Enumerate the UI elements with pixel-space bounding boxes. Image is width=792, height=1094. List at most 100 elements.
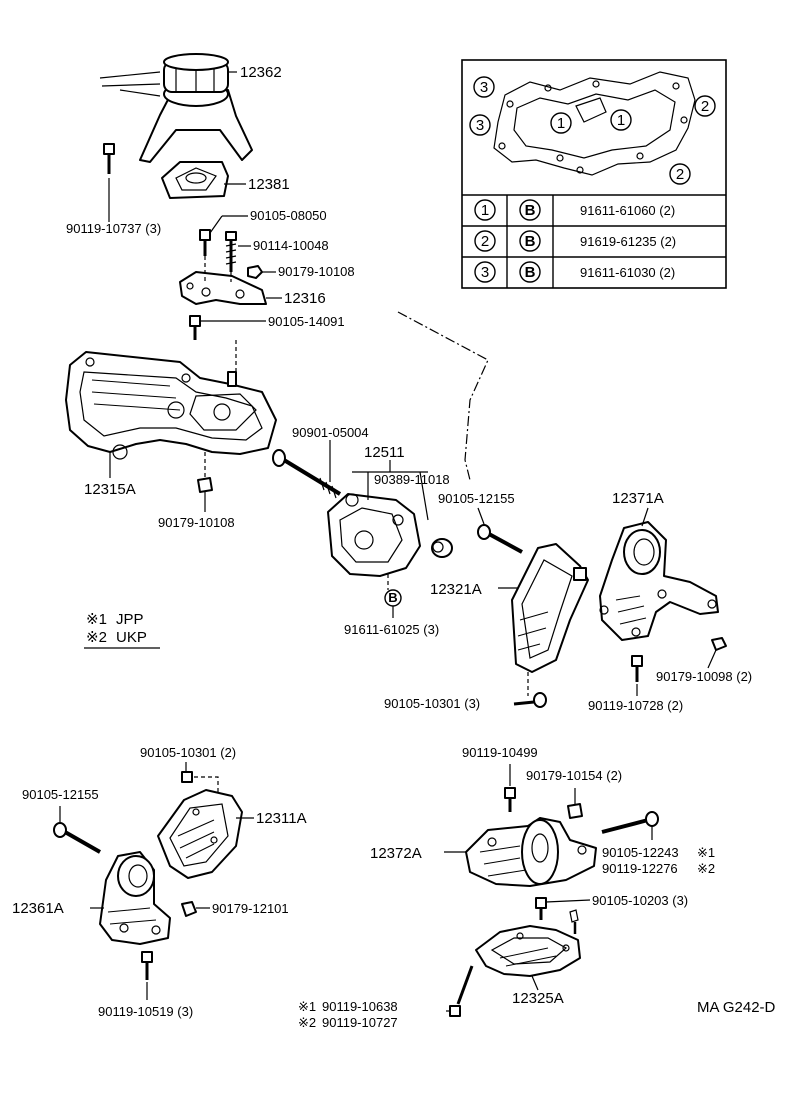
svg-text:2: 2: [481, 233, 489, 250]
svg-text:B: B: [525, 264, 536, 281]
svg-text:91619-61235 (2): 91619-61235 (2): [580, 234, 676, 249]
bolt-90105-12155-low: [53, 806, 101, 854]
svg-text:3: 3: [480, 79, 488, 96]
footnote-legend: ※1 JPP ※2 UKP: [84, 611, 160, 649]
part-12372A-mount: [444, 817, 597, 887]
note-1-text: JPP: [116, 611, 144, 628]
star-2-label: ※2: [697, 861, 715, 876]
label-90119-10638: 90119-10638: [322, 999, 398, 1014]
part-12371A-mount: [599, 507, 719, 641]
label-90119-10737: 90119-10737 (3): [66, 221, 161, 236]
note-2-mark: ※2: [86, 629, 107, 646]
label-90119-10499: 90119-10499: [462, 745, 538, 760]
diagram-code: MA G242-D: [697, 999, 776, 1016]
label-12311A: 12311A: [256, 810, 307, 827]
inset-callout-2-right: 2: [694, 95, 716, 117]
label-90105-10203: 90105-10203 (3): [592, 893, 688, 908]
label-90119-10728: 90119-10728 (2): [588, 698, 683, 713]
label-12325A: 12325A: [512, 990, 564, 1007]
svg-text:2: 2: [676, 166, 684, 183]
bolt-90119-10737: [103, 143, 115, 222]
label-12372A: 12372A: [370, 845, 422, 862]
bolt-90901-05004: [272, 440, 342, 499]
label-12361A: 12361A: [12, 900, 64, 917]
inset-callout-3-top: 3: [473, 76, 495, 98]
label-90105-14091: 90105-14091: [268, 314, 345, 329]
nut-90179-10108-top: [247, 265, 276, 279]
svg-text:91611-61060 (2): 91611-61060 (2): [580, 203, 675, 218]
part-12511-bracket: [327, 493, 421, 590]
label-91611-61025: 91611-61025 (3): [344, 622, 439, 637]
label-90119-10519: 90119-10519 (3): [98, 1004, 193, 1019]
bolt-90119-10638: [446, 965, 474, 1017]
part-12361A-mount: [90, 851, 171, 945]
note-1-mark: ※1: [86, 611, 107, 628]
label-90105-12243: 90105-12243: [602, 845, 679, 860]
part-12321A-bracket: [498, 543, 589, 696]
inset-row-1: 1 B 91611-61060 (2): [474, 199, 675, 221]
inset-callout-1-left: 1: [550, 112, 572, 134]
label-90114-10048: 90114-10048: [253, 238, 329, 253]
part-12315A-bracket: [65, 351, 277, 478]
part-12325A-bracket: [475, 925, 581, 991]
star-1-label: ※1: [697, 845, 715, 860]
label-90119-10727: 90119-10727: [322, 1015, 398, 1030]
bolt-90105-10203: [535, 897, 591, 934]
bolt-90105-14091: [189, 315, 266, 340]
bolt-90105-08050: [199, 215, 248, 256]
label-90105-12155-low: 90105-12155: [22, 787, 99, 802]
label-90901-05004: 90901-05004: [292, 425, 369, 440]
svg-text:2: 2: [701, 98, 709, 115]
label-12362: 12362: [240, 64, 282, 81]
nut-90179-10154: [567, 788, 583, 819]
label-90389-11018: 90389-11018: [374, 472, 450, 487]
label-90105-10301-low: 90105-10301 (2): [140, 745, 236, 760]
timing-cover-outline: [493, 71, 696, 176]
label-90179-12101: 90179-12101: [212, 901, 289, 916]
svg-text:1: 1: [481, 202, 489, 219]
nut-90179-10098: [707, 637, 727, 669]
bolt-90105-10301-mid: [513, 692, 547, 708]
bolt-90105-12155-mid: [477, 507, 523, 554]
bolt-90105-12243: [601, 811, 659, 840]
part-12381-insulator: [161, 161, 246, 199]
label-90105-10301-mid: 90105-10301 (3): [384, 696, 480, 711]
label-90179-10098: 90179-10098 (2): [656, 669, 752, 684]
inset-panel: 3 3 1 1 2 2 1 B 91611-61060 (2): [461, 59, 727, 289]
svg-text:3: 3: [476, 117, 484, 134]
part-12362-engine-mount: [99, 53, 253, 163]
label-90105-12155-mid: 90105-12155: [438, 491, 515, 506]
svg-text:B: B: [388, 590, 397, 605]
inset-callout-2-bottom: 2: [669, 163, 691, 185]
svg-text:1: 1: [557, 115, 565, 132]
inset-callout-3-left: 3: [469, 114, 491, 136]
label-12316: 12316: [284, 290, 326, 307]
bushing-90389-11018: [431, 538, 453, 558]
star-1-bottom: ※1: [298, 999, 316, 1014]
label-12511: 12511: [364, 444, 405, 461]
star-2-bottom: ※2: [298, 1015, 316, 1030]
label-90179-10108-bottom: 90179-10108: [158, 515, 235, 530]
bolt-90105-10301-low: [181, 762, 219, 792]
svg-text:B: B: [525, 233, 536, 250]
svg-text:3: 3: [481, 264, 489, 281]
label-90179-10154: 90179-10154 (2): [526, 768, 622, 783]
callout-bolt-91611-61025: B: [384, 589, 402, 618]
note-2-text: UKP: [116, 629, 147, 646]
inset-row-2: 2 B 91619-61235 (2): [474, 230, 676, 252]
svg-text:B: B: [525, 202, 536, 219]
label-90119-12276: 90119-12276: [602, 861, 678, 876]
part-12311A-bracket: [157, 789, 254, 879]
label-90105-08050: 90105-08050: [250, 208, 327, 223]
svg-text:1: 1: [617, 112, 625, 129]
bolt-90114-10048: [225, 231, 251, 272]
bolt-90119-10519: [141, 951, 153, 1000]
inset-callout-1-right: 1: [610, 109, 632, 131]
nut-90179-10108-bottom: [197, 452, 213, 512]
label-12315A: 12315A: [84, 481, 136, 498]
bolt-90119-10499: [504, 764, 516, 812]
nut-90179-12101: [181, 901, 210, 917]
label-12321A: 12321A: [430, 581, 482, 598]
